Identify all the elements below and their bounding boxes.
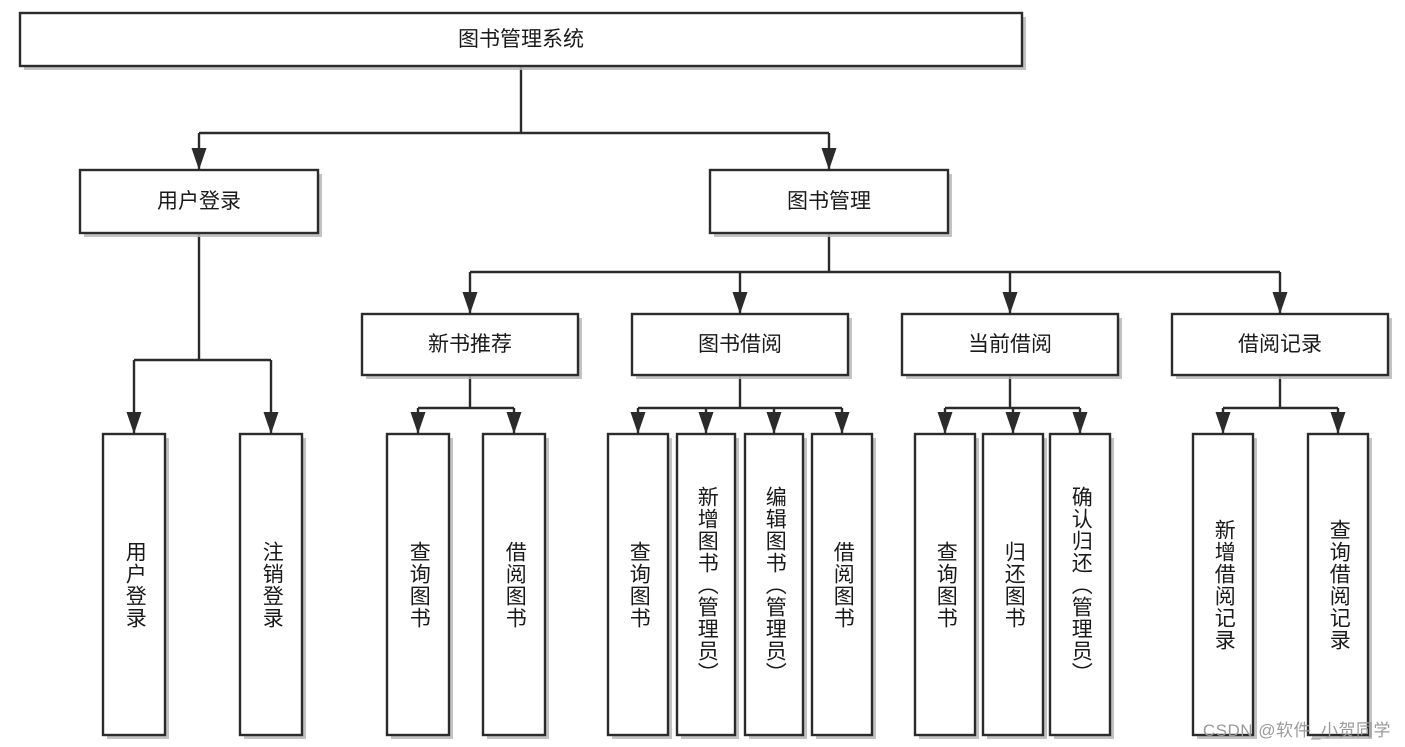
module-2-to-leaves-arrow-2	[1072, 412, 1088, 434]
leaf-m1-2-编辑图书管理员[interactable]	[743, 432, 805, 737]
node-module-图书借阅[interactable]	[630, 312, 850, 377]
leaf-m2-1-归还图书[interactable]	[981, 432, 1045, 737]
watermark-text: CSDN @软件_小贺同学	[1202, 721, 1391, 740]
node-module-借阅记录[interactable]	[1170, 312, 1390, 377]
module-3-to-leaves-arrow-1	[1330, 412, 1346, 434]
module-2-to-leaves-arrow-1	[1005, 412, 1021, 434]
node-book-management[interactable]	[708, 168, 950, 235]
leaf-m1-3-借阅图书[interactable]	[810, 432, 874, 737]
node-module-图书借阅-label: 图书借阅	[698, 333, 782, 356]
leaf-m0-1-借阅图书[interactable]	[481, 432, 547, 737]
leaf-m1-0-查询图书[interactable]	[606, 432, 670, 737]
module-3-to-leaves-arrow-0	[1215, 412, 1231, 434]
connector-layer	[126, 66, 1346, 434]
book-mgmt-to-modules-arrow-1	[732, 292, 748, 314]
leaf-m2-0-查询图书[interactable]	[913, 432, 977, 737]
node-user-login[interactable]	[78, 168, 320, 235]
module-2-to-leaves-arrow-0	[937, 412, 953, 434]
leaf-user-0-用户登录[interactable]	[101, 432, 167, 737]
leaf-user-1-注销登录[interactable]	[238, 432, 304, 737]
leaf-m2-2-确认归还管理员[interactable]	[1048, 432, 1112, 737]
module-1-to-leaves-arrow-2	[766, 412, 782, 434]
root-to-level1-arrow-1	[821, 148, 837, 170]
leaf-m3-0-新增借阅记录[interactable]	[1191, 432, 1255, 737]
node-module-当前借阅[interactable]	[900, 312, 1120, 377]
node-module-新书推荐[interactable]	[360, 312, 580, 377]
root-to-level1-arrow-0	[191, 148, 207, 170]
user-login-to-leaves-arrow-0	[126, 412, 142, 434]
node-图书管理系统-label: 图书管理系统	[458, 28, 584, 51]
node-图书管理系统[interactable]	[18, 11, 1024, 68]
module-1-to-leaves-arrow-1	[698, 412, 714, 434]
node-module-新书推荐-label: 新书推荐	[428, 333, 512, 356]
user-login-to-leaves-arrow-1	[263, 412, 279, 434]
leaf-m1-1-新增图书管理员[interactable]	[675, 432, 737, 737]
node-user-login-label: 用户登录	[157, 190, 241, 213]
node-book-management-label: 图书管理	[787, 190, 871, 213]
leaf-m0-0-查询图书[interactable]	[385, 432, 451, 737]
module-0-to-leaves-arrow-0	[410, 412, 426, 434]
module-1-to-leaves-arrow-0	[630, 412, 646, 434]
module-1-to-leaves-arrow-3	[834, 412, 850, 434]
node-module-当前借阅-label: 当前借阅	[968, 333, 1052, 356]
node-module-借阅记录-label: 借阅记录	[1238, 333, 1322, 356]
book-mgmt-to-modules-arrow-2	[1002, 292, 1018, 314]
leaf-m3-1-查询借阅记录[interactable]	[1306, 432, 1370, 737]
book-mgmt-to-modules-arrow-0	[462, 292, 478, 314]
module-0-to-leaves-arrow-1	[506, 412, 522, 434]
book-mgmt-to-modules-arrow-3	[1272, 292, 1288, 314]
